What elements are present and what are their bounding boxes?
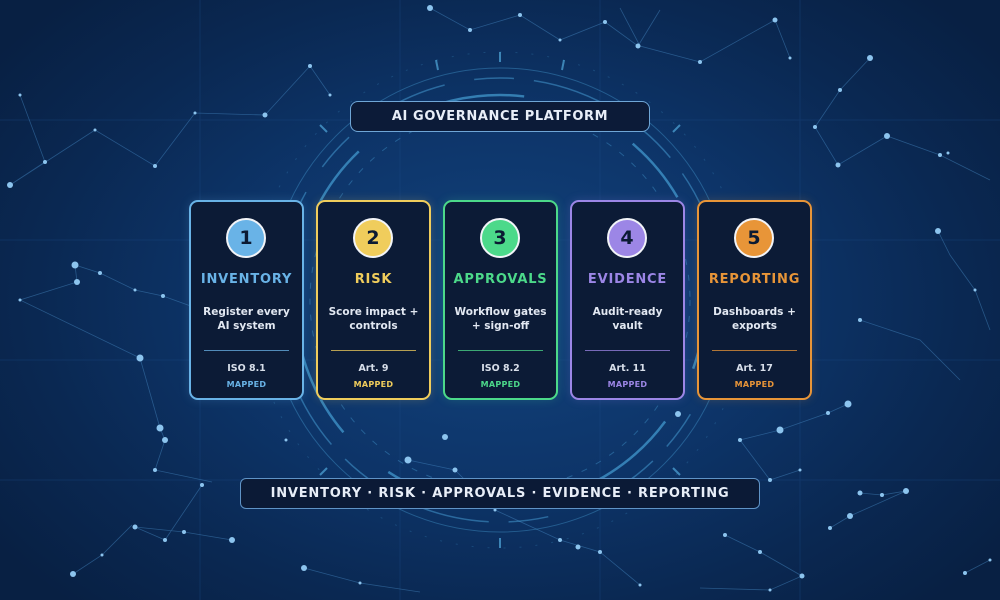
workflow-summary: INVENTORY · RISK · APPROVALS · EVIDENCE … <box>240 478 760 509</box>
step-card-risk[interactable]: 2 RISK Score impact + controls Art. 9 MA… <box>316 200 431 400</box>
step-card-inventory[interactable]: 1 INVENTORY Register every AI system ISO… <box>189 200 304 400</box>
step-description-line: controls <box>349 320 398 332</box>
card-divider <box>204 350 289 351</box>
step-card-reporting[interactable]: 5 REPORTING Dashboards + exports Art. 17… <box>697 200 812 400</box>
step-number: 1 <box>226 218 266 258</box>
step-name: INVENTORY <box>200 272 293 287</box>
platform-title: AI GOVERNANCE PLATFORM <box>350 101 650 132</box>
step-description-line: exports <box>731 320 778 332</box>
step-name: RISK <box>354 272 393 287</box>
step-name: EVIDENCE <box>587 272 668 287</box>
step-description-line: + sign-off <box>471 320 530 332</box>
step-reference: Art. 11 <box>609 363 646 374</box>
step-card-approvals[interactable]: 3 APPROVALS Workflow gates + sign-off IS… <box>443 200 558 400</box>
step-description-line: AI system <box>217 320 276 332</box>
step-description-line: Register every <box>203 306 290 318</box>
step-name: REPORTING <box>708 272 801 287</box>
step-status: MAPPED <box>607 380 648 389</box>
step-number: 4 <box>607 218 647 258</box>
step-card-evidence[interactable]: 4 EVIDENCE Audit-ready vault Art. 11 MAP… <box>570 200 685 400</box>
step-status: MAPPED <box>480 380 521 389</box>
step-reference: ISO 8.2 <box>481 363 520 374</box>
step-status: MAPPED <box>734 380 775 389</box>
step-description: Dashboards + exports <box>703 305 806 333</box>
step-status: MAPPED <box>226 380 267 389</box>
network-nodes <box>7 5 992 592</box>
step-name: APPROVALS <box>453 272 548 287</box>
step-description: Score impact + controls <box>322 305 425 333</box>
card-divider <box>458 350 543 351</box>
step-reference: Art. 9 <box>358 363 389 374</box>
card-divider <box>712 350 797 351</box>
step-reference: ISO 8.1 <box>227 363 266 374</box>
step-description: Audit-ready vault <box>576 305 679 333</box>
step-description-line: Audit-ready <box>592 306 663 318</box>
card-divider <box>585 350 670 351</box>
step-description: Register every AI system <box>195 305 298 333</box>
step-description-line: Score impact + <box>328 306 419 318</box>
step-description-line: Dashboards + <box>713 306 796 318</box>
step-number: 2 <box>353 218 393 258</box>
step-description-line: vault <box>612 320 643 332</box>
step-status: MAPPED <box>353 380 394 389</box>
card-divider <box>331 350 416 351</box>
step-number: 5 <box>734 218 774 258</box>
step-number: 3 <box>480 218 520 258</box>
step-reference: Art. 17 <box>736 363 773 374</box>
step-description: Workflow gates + sign-off <box>449 305 552 333</box>
step-description-line: Workflow gates <box>454 306 547 318</box>
